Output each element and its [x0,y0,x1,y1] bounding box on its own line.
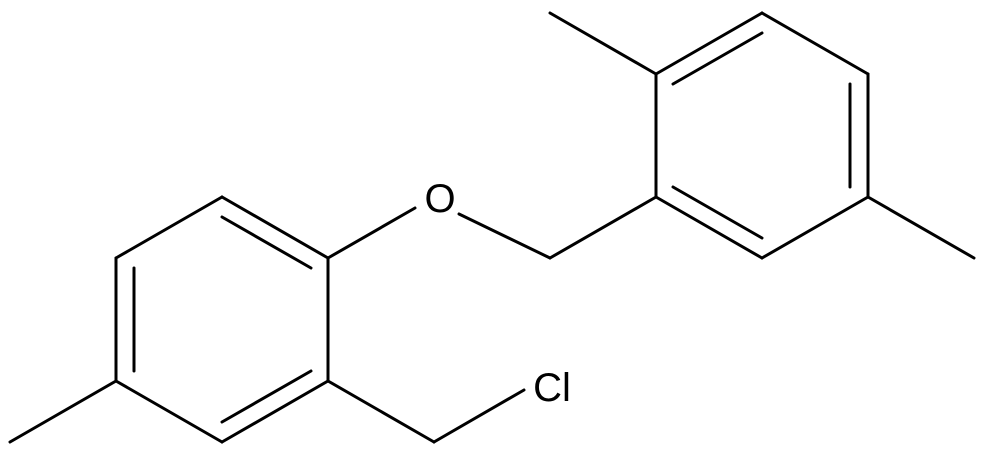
bond [654,11,764,76]
bond [654,195,764,260]
methyl-bond-right [866,195,976,260]
ch2-to-right-ring-bond [548,195,658,260]
bond [114,379,224,444]
methyl-bond-left [8,379,118,444]
bond [220,195,330,260]
bond [760,11,870,76]
double-bond-inner [220,215,313,270]
ring-to-oxygen-bond [326,206,417,260]
chloromethyl-to-cl-bond [432,388,526,444]
double-bond-inner [220,369,313,424]
left-benzene-ring [114,195,330,444]
double-bond-inner [671,31,764,86]
bond [760,195,870,260]
right-benzene-ring [654,11,870,260]
bond [114,195,224,260]
chloromethyl-bond [326,379,436,444]
chlorine-atom-label: Cl [533,366,571,410]
double-bond-inner [671,185,764,240]
bond [220,379,330,444]
methyl-bond-top [548,11,658,76]
oxygen-to-ch2-bond [457,212,552,260]
oxygen-atom-label: O [424,177,455,221]
